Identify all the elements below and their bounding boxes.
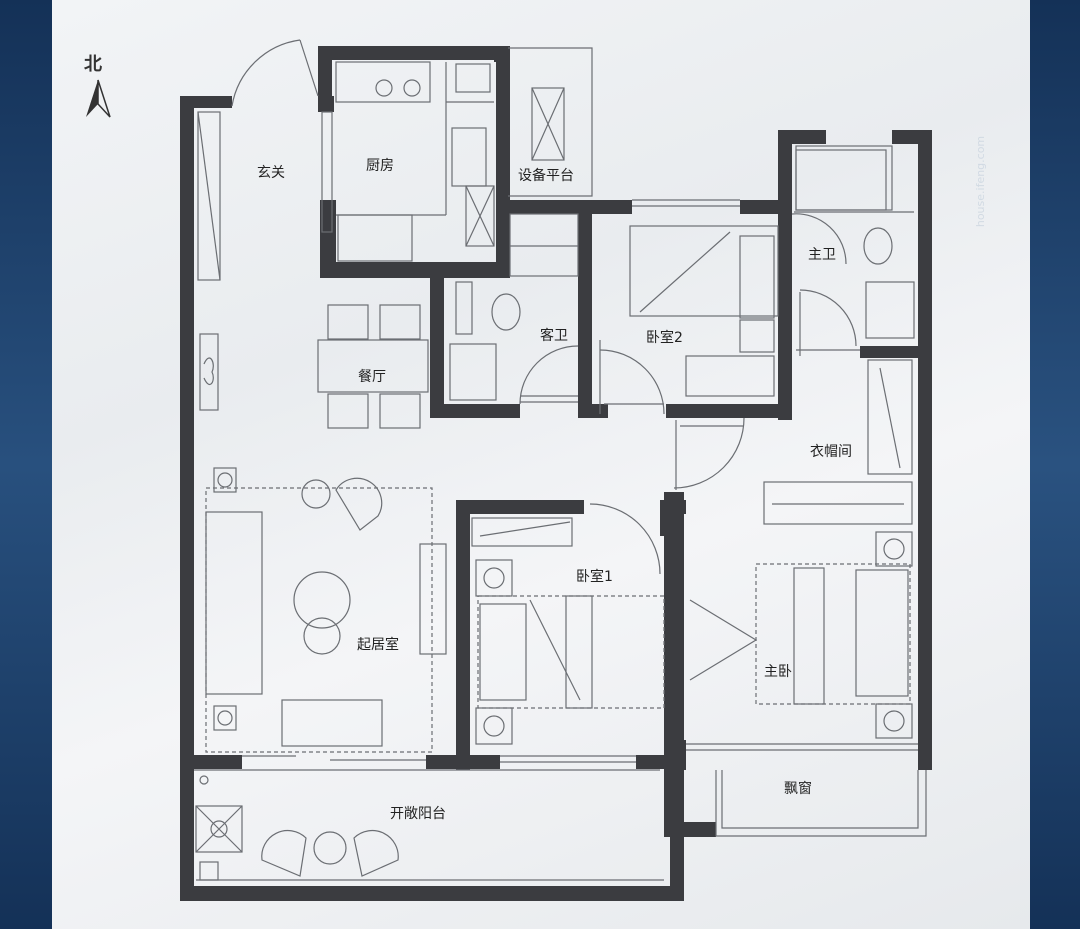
room-label-equipment-platform: 设备平台 <box>518 167 574 184</box>
room-label-dining: 餐厅 <box>358 369 386 385</box>
left-frame <box>0 0 52 929</box>
walls <box>180 46 932 901</box>
paper-background <box>52 0 1030 929</box>
room-label-living: 起居室 <box>357 636 399 653</box>
north-arrow-icon <box>86 79 111 118</box>
room-label-entrance: 玄关 <box>257 164 285 181</box>
room-label-wardrobe: 衣帽间 <box>810 444 852 460</box>
room-label-master-bath: 主卫 <box>808 247 836 263</box>
room-label-bedroom1: 卧室1 <box>576 568 613 585</box>
plan-lines <box>194 39 927 881</box>
room-label-bedroom2: 卧室2 <box>646 329 683 346</box>
room-label-balcony: 开敞阳台 <box>390 806 446 822</box>
room-label-kitchen: 厨房 <box>366 158 394 174</box>
right-frame <box>1030 0 1080 929</box>
room-label-guest-bath: 客卫 <box>540 327 568 344</box>
compass-label: 北 <box>84 54 102 75</box>
room-label-bay-window: 飘窗 <box>784 780 812 797</box>
room-label-master-bedroom: 主卧 <box>764 664 792 680</box>
room-labels: 玄关 厨房 设备平台 主卫 客卫 卧室2 餐厅 衣帽间 起居室 卧室1 主卧 开… <box>257 158 852 822</box>
compass: 北 <box>84 54 111 118</box>
